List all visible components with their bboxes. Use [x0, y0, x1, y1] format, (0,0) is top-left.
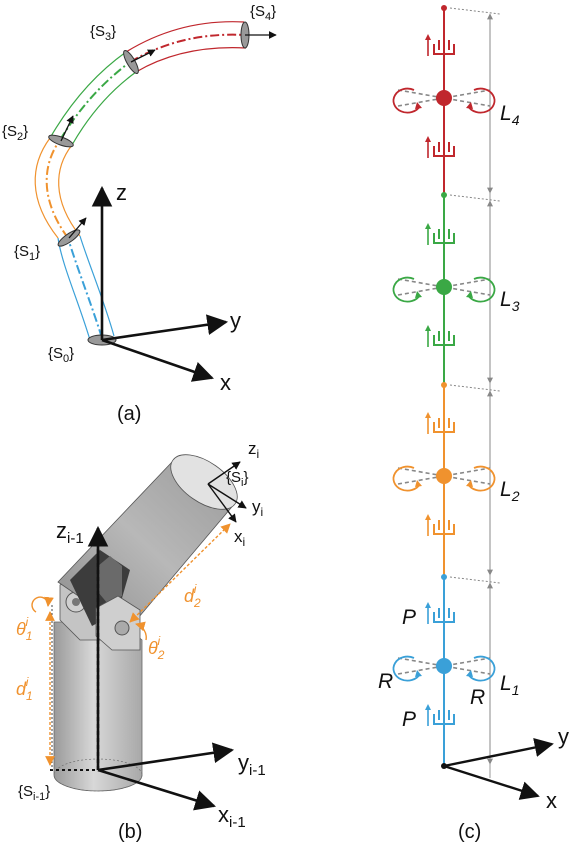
axis-label-y-prev: yi-1: [238, 750, 266, 779]
panel-b: zi-1 yi-1 xi-1 zi yi xi {Si} {Si-1} θ1i …: [16, 439, 266, 843]
axis-label-x-i: xi: [234, 527, 245, 549]
segment-1-prismatic-upper: [425, 602, 455, 624]
base-axes-c: [443, 738, 554, 800]
segment-2-revolute-joint: [392, 465, 496, 492]
tube-segment-3: [49, 51, 137, 146]
axis-label-y-i: yi: [252, 497, 263, 519]
axis-label-z-i: zi: [248, 439, 259, 461]
prismatic-label-bottom: P: [402, 708, 416, 731]
segment-3-end-node: [441, 192, 447, 198]
prismatic-label-top: P: [402, 606, 416, 629]
segment-4-prismatic-upper: [425, 34, 455, 56]
segment-3-dim-tick: [449, 194, 501, 202]
segment-2-prismatic-upper: [425, 412, 455, 434]
segment-1-prismatic-lower: [425, 704, 455, 726]
frame-label-s2: {S2}: [2, 123, 28, 143]
revolute-label-left: R: [378, 670, 393, 693]
segment-4-prismatic-lower: [425, 136, 455, 158]
segment-2-prismatic-lower: [425, 514, 455, 536]
axis-label-x-c: x: [546, 788, 557, 813]
segment-label-l2: L2: [500, 478, 520, 504]
revolute-label-right: R: [470, 686, 485, 709]
frame-i-axes: [207, 461, 247, 523]
frame-prev-axes: [87, 525, 235, 811]
axis-label-x: x: [220, 370, 231, 395]
d1-label: d1i: [16, 675, 33, 703]
frame-label-s4: {S4}: [250, 3, 276, 23]
frame-label-si-1: {Si-1}: [18, 783, 50, 803]
segment-label-l4: L4: [500, 102, 520, 128]
tube-segment-2: [34, 137, 81, 239]
caption-b: (b): [118, 821, 142, 843]
dimension-d2: [129, 523, 231, 623]
segment-3-prismatic-upper: [425, 223, 455, 245]
frame-label-si: {Si}: [226, 469, 248, 489]
segment-1-end-node: [441, 574, 447, 580]
segment-2-end-node: [441, 382, 447, 388]
theta2-arc: [135, 621, 147, 641]
segment-4-end-node: [441, 5, 447, 11]
segment-2-dim-tick: [449, 384, 501, 392]
segment-label-l3: L3: [500, 288, 520, 314]
tube-segment-4: [125, 21, 247, 73]
axis-label-x-prev: xi-1: [218, 802, 246, 831]
axis-label-z-prev: zi-1: [56, 518, 84, 547]
axis-label-z: z: [116, 180, 127, 205]
tube-segment-1: [57, 235, 115, 341]
theta1-label: θ1i: [16, 615, 32, 643]
segment-1-revolute-joint: [392, 655, 496, 682]
segment-3-revolute-joint: [392, 276, 496, 303]
upper-link: [57, 454, 238, 631]
segment-label-l1: L1: [500, 672, 519, 698]
frame-label-s3: {S3}: [90, 23, 116, 43]
segment-4-revolute-joint: [392, 87, 496, 114]
axis-label-y: y: [230, 308, 241, 333]
segment-4-dim-tick: [449, 7, 501, 15]
frame-label-s0: {S0}: [48, 345, 74, 365]
axis-label-y-c: y: [558, 724, 569, 749]
panel-a: z y x {S0} {S1} {S2} {S3} {S4} (a): [2, 3, 277, 425]
frame-label-s1: {S1}: [14, 243, 40, 263]
caption-a: (a): [117, 403, 141, 425]
segment-3-prismatic-lower: [425, 325, 455, 347]
theta1-arc: [31, 596, 54, 613]
panel-c: y x P P R R L4 L3 L2 L1 (c): [378, 5, 569, 843]
world-axes-a: [91, 185, 229, 382]
theta2-label: θ2i: [148, 634, 165, 662]
caption-c: (c): [458, 821, 481, 843]
segment-1-dim-tick: [449, 576, 501, 584]
d2-label: d2i: [184, 582, 201, 610]
